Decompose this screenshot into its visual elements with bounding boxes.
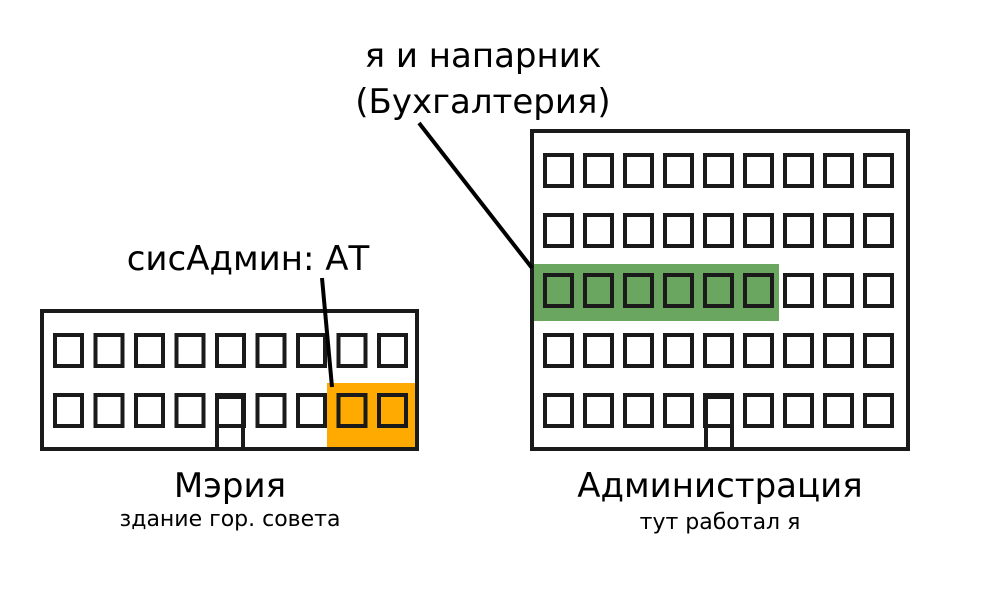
administration-window — [743, 333, 774, 368]
administration-window — [583, 213, 614, 248]
meria-window — [377, 393, 408, 428]
administration-outline — [530, 129, 910, 451]
administration-window — [583, 153, 614, 188]
partner-label-line1: я и напарник — [365, 36, 602, 76]
administration-window — [703, 333, 734, 368]
meria-door — [215, 395, 245, 449]
administration-window — [863, 333, 894, 368]
administration-window — [543, 153, 574, 188]
administration-window — [863, 153, 894, 188]
administration-window — [703, 153, 734, 188]
administration-window — [663, 153, 694, 188]
meria-window — [255, 393, 287, 428]
administration-window — [743, 273, 774, 308]
meria-window — [134, 333, 165, 368]
administration-window — [743, 213, 774, 248]
sysadmin-label: сисАдмин: АТ — [127, 239, 370, 279]
administration-window — [703, 393, 734, 428]
administration-window — [623, 333, 654, 368]
administration-window — [783, 333, 814, 368]
administration-highlight — [532, 264, 779, 321]
administration-window — [783, 213, 814, 248]
meria-subtitle: здание гор. совета — [120, 507, 341, 532]
sysadmin-leader-line — [320, 277, 334, 388]
meria-outline — [40, 309, 419, 451]
administration-window — [543, 273, 574, 308]
administration-window — [823, 213, 854, 248]
administration-window — [863, 213, 894, 248]
administration-window — [783, 153, 814, 188]
administration-window — [663, 273, 694, 308]
administration-door — [704, 395, 734, 449]
administration-window — [823, 153, 854, 188]
administration-window — [703, 273, 734, 308]
meria-window — [215, 333, 246, 368]
partner-leader-line — [417, 121, 534, 270]
administration-window — [623, 273, 654, 308]
meria-window — [174, 393, 206, 428]
meria-window — [134, 393, 165, 428]
administration-window — [663, 393, 694, 428]
meria-building — [40, 309, 419, 451]
meria-window — [296, 393, 327, 428]
administration-window — [543, 393, 574, 428]
administration-window — [783, 273, 814, 308]
administration-window — [663, 213, 694, 248]
administration-window — [783, 393, 814, 428]
meria-window — [215, 393, 246, 428]
administration-subtitle: тут работал я — [640, 510, 801, 535]
meria-window — [93, 393, 125, 428]
meria-window — [336, 393, 368, 428]
administration-window — [623, 393, 654, 428]
meria-window — [296, 333, 327, 368]
administration-window — [743, 393, 774, 428]
administration-window — [823, 393, 854, 428]
meria-title: Мэрия — [174, 466, 286, 506]
administration-window — [583, 273, 614, 308]
administration-window — [583, 333, 614, 368]
meria-window — [93, 333, 125, 368]
meria-window — [174, 333, 206, 368]
administration-title: Администрация — [577, 466, 862, 506]
administration-window — [743, 153, 774, 188]
administration-window — [823, 273, 854, 308]
administration-window — [623, 153, 654, 188]
administration-window — [863, 273, 894, 308]
meria-window — [336, 333, 368, 368]
administration-window — [703, 213, 734, 248]
administration-window — [543, 213, 574, 248]
meria-window — [377, 333, 408, 368]
meria-window — [53, 333, 84, 368]
administration-window — [663, 333, 694, 368]
administration-building — [530, 129, 910, 451]
administration-window — [863, 393, 894, 428]
administration-window — [623, 213, 654, 248]
meria-window — [255, 333, 287, 368]
administration-window — [543, 333, 574, 368]
administration-window — [583, 393, 614, 428]
administration-window — [823, 333, 854, 368]
partner-label-line2: (Бухгалтерия) — [355, 82, 610, 122]
meria-window — [53, 393, 84, 428]
